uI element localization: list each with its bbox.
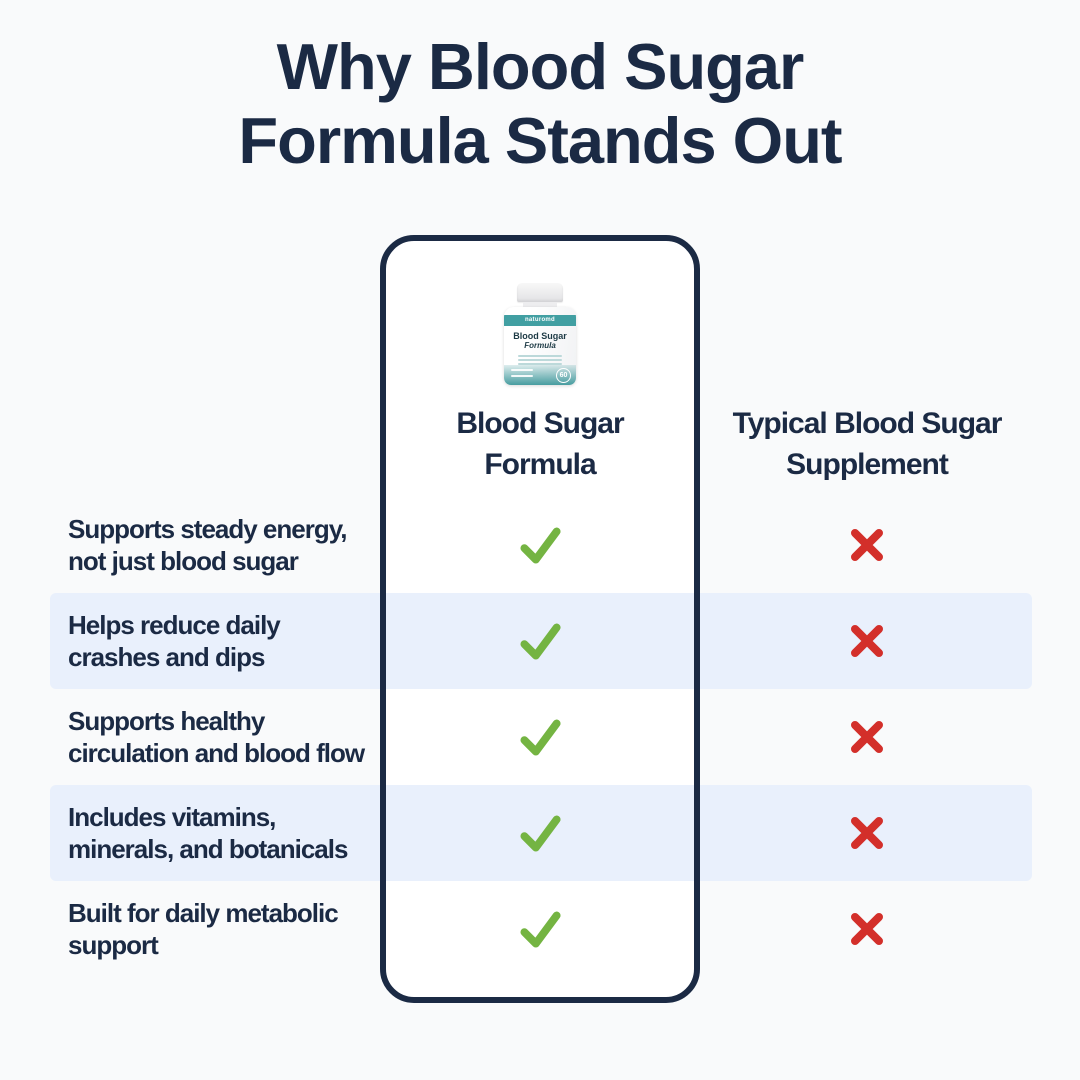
cross-icon [851, 529, 883, 561]
feature-label-line2: support [68, 930, 159, 960]
feature-label-line2: not just blood sugar [68, 546, 299, 576]
competitor-value-cell [702, 497, 1032, 593]
column-header-product-line1: Blood Sugar [456, 407, 624, 440]
feature-label-line2: circulation and blood flow [68, 738, 365, 768]
table-row: Helps reduce daily crashes and dips [0, 593, 1080, 689]
table-row: Built for daily metabolic support [0, 881, 1080, 977]
check-icon [520, 623, 561, 660]
bottle-label-fineprint-lines [504, 369, 576, 377]
competitor-value-cell [702, 689, 1032, 785]
table-row: Includes vitamins, minerals, and botanic… [0, 785, 1080, 881]
table-row: Supports steady energy, not just blood s… [0, 497, 1080, 593]
feature-label-line2: crashes and dips [68, 642, 265, 672]
bottle-cap [517, 283, 563, 302]
competitor-value-cell [702, 881, 1032, 977]
feature-label-line2: minerals, and botanicals [68, 834, 348, 864]
feature-label-line1: Helps reduce daily [68, 610, 281, 640]
bottle-brand-name: naturomd [524, 317, 556, 323]
cross-icon [851, 721, 883, 753]
check-icon [520, 527, 561, 564]
feature-label: Built for daily metabolic support [68, 897, 339, 961]
product-value-cell [380, 881, 700, 977]
product-bottle-image: naturomd Blood Sugar Formula 60 [504, 283, 576, 385]
table-row: Supports healthy circulation and blood f… [0, 689, 1080, 785]
feature-label-line1: Built for daily metabolic [68, 898, 339, 928]
feature-label: Supports healthy circulation and blood f… [68, 705, 365, 769]
competitor-value-cell [702, 593, 1032, 689]
column-header-competitor: Typical Blood Sugar Supplement [700, 403, 1034, 485]
bottle-label-bottom-band: 60 [504, 365, 576, 385]
bottle-brand-band: naturomd [504, 315, 576, 326]
bottle-label-bullet-lines [518, 355, 562, 365]
column-header-competitor-line1: Typical Blood Sugar [732, 407, 1003, 440]
bottle-label-line1: Blood Sugar [513, 331, 567, 341]
bottle-label-line2: Formula [524, 341, 556, 350]
column-header-product: Blood Sugar Formula [380, 403, 700, 485]
feature-label-line1: Supports steady energy, [68, 514, 347, 544]
feature-label: Supports steady energy, not just blood s… [68, 513, 347, 577]
bottle-count-badge: 60 [556, 368, 571, 383]
page-title-line1: Why Blood Sugar [276, 30, 805, 103]
product-value-cell [380, 593, 700, 689]
cross-icon [851, 625, 883, 657]
cross-icon [851, 913, 883, 945]
check-icon [520, 815, 561, 852]
column-header-competitor-line2: Supplement [786, 448, 949, 481]
bottle-body: naturomd Blood Sugar Formula 60 [504, 307, 576, 385]
page-title-line2: Formula Stands Out [238, 104, 842, 177]
feature-label-line1: Supports healthy [68, 706, 265, 736]
check-icon [520, 911, 561, 948]
feature-label-line1: Includes vitamins, [68, 802, 276, 832]
product-value-cell [380, 689, 700, 785]
competitor-value-cell [702, 785, 1032, 881]
bottle-neck [523, 302, 557, 307]
comparison-table: Supports steady energy, not just blood s… [0, 497, 1080, 977]
column-header-product-line2: Formula [484, 448, 596, 481]
check-icon [520, 719, 561, 756]
cross-icon [851, 817, 883, 849]
feature-label: Helps reduce daily crashes and dips [68, 609, 281, 673]
feature-label: Includes vitamins, minerals, and botanic… [68, 801, 348, 865]
product-value-cell [380, 785, 700, 881]
product-value-cell [380, 497, 700, 593]
bottle-label-name: Blood Sugar Formula [504, 331, 576, 351]
page-title: Why Blood Sugar Formula Stands Out [0, 30, 1080, 178]
